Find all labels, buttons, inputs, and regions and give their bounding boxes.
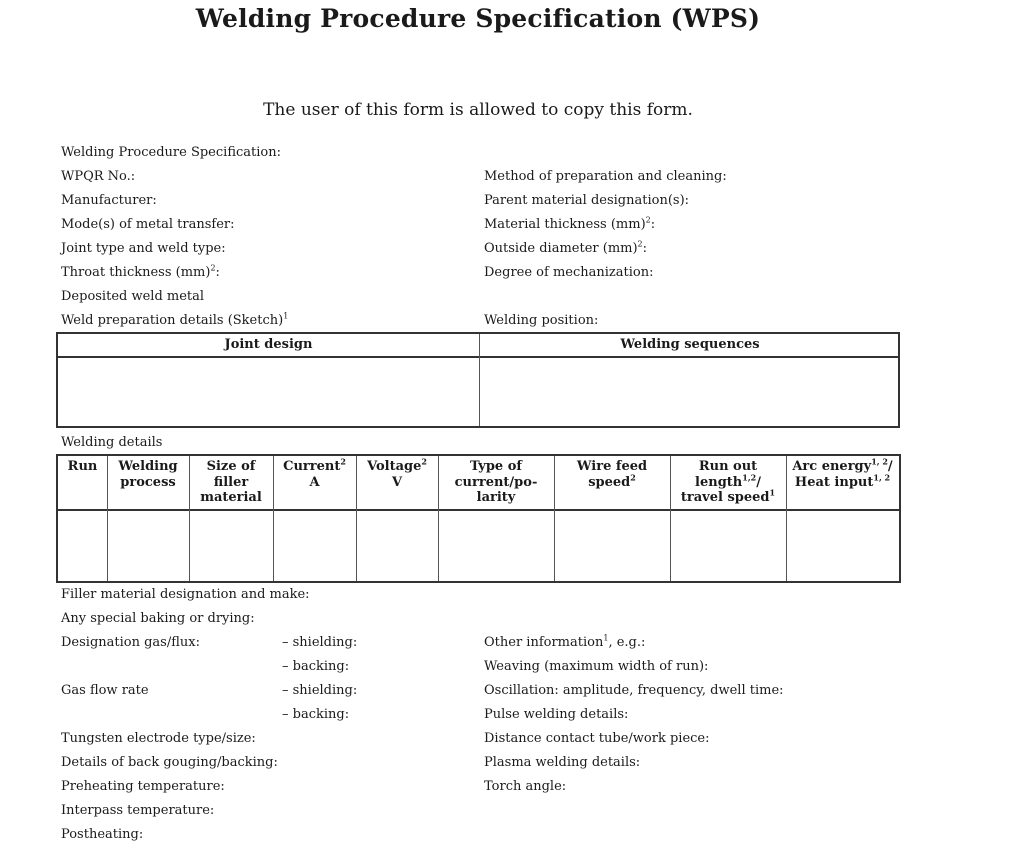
field-preheating: Preheating temperature:: [61, 779, 225, 794]
field-flow-shielding: – shielding:: [282, 683, 358, 698]
field-wpqr: WPQR No.:: [61, 169, 136, 184]
field-weaving: Weaving (maximum width of run):: [484, 659, 709, 674]
joint-design-table: Joint design Welding sequences: [56, 332, 900, 428]
field-pulse-welding: Pulse welding details:: [484, 707, 629, 722]
field-joint-type: Joint type and weld type:: [61, 241, 226, 256]
table-header-divider: [58, 509, 899, 511]
page-subtitle: The user of this form is allowed to copy…: [263, 100, 693, 120]
table-column-divider: [356, 456, 357, 581]
field-mechanization: Degree of mechanization:: [484, 265, 654, 280]
table-header-divider: [58, 356, 898, 358]
field-welding-position: Welding position:: [484, 313, 599, 328]
field-throat-thickness: Throat thickness (mm)2:: [61, 263, 220, 280]
field-weld-preparation: Weld preparation details (Sketch)1: [61, 311, 289, 328]
table-column-divider: [107, 456, 108, 581]
field-interpass: Interpass temperature:: [61, 803, 215, 818]
field-preparation-method: Method of preparation and cleaning:: [484, 169, 727, 184]
field-special-baking: Any special baking or drying:: [61, 611, 255, 626]
col-header-arc-energy: Arc energy1, 2/Heat input1, 2: [792, 456, 893, 490]
field-metal-transfer: Mode(s) of metal transfer:: [61, 217, 235, 232]
field-contact-tube-distance: Distance contact tube/work piece:: [484, 731, 710, 746]
table-column-divider: [479, 334, 480, 426]
field-designation-gas-flux: Designation gas/flux:: [61, 635, 200, 650]
field-oscillation: Oscillation: amplitude, frequency, dwell…: [484, 683, 784, 698]
table-column-divider: [670, 456, 671, 581]
field-flow-backing: – backing:: [282, 707, 350, 722]
field-deposited-weld-metal: Deposited weld metal: [61, 289, 205, 304]
welding-sequences-header: Welding sequences: [620, 337, 760, 352]
field-filler-material: Filler material designation and make:: [61, 587, 310, 602]
welding-details-caption: Welding details: [61, 435, 163, 450]
field-gas-flow-rate: Gas flow rate: [61, 683, 149, 698]
field-material-thickness: Material thickness (mm)2:: [484, 215, 656, 232]
table-column-divider: [786, 456, 787, 581]
table-column-divider: [189, 456, 190, 581]
field-gas-backing: – backing:: [282, 659, 350, 674]
field-torch-angle: Torch angle:: [484, 779, 567, 794]
table-column-divider: [438, 456, 439, 581]
field-gas-shielding: – shielding:: [282, 635, 358, 650]
field-manufacturer: Manufacturer:: [61, 193, 157, 208]
field-postheating: Postheating:: [61, 827, 144, 842]
field-parent-material: Parent material designation(s):: [484, 193, 690, 208]
field-back-gouging: Details of back gouging/backing:: [61, 755, 278, 770]
field-wps: Welding Procedure Specification:: [61, 145, 281, 160]
field-other-information: Other information1, e.g.:: [484, 633, 646, 650]
table-column-divider: [273, 456, 274, 581]
joint-design-header: Joint design: [224, 337, 313, 352]
col-header-run: Run: [67, 459, 98, 474]
page-title: Welding Procedure Specification (WPS): [195, 4, 761, 33]
field-tungsten-electrode: Tungsten electrode type/size:: [61, 731, 256, 746]
table-column-divider: [554, 456, 555, 581]
field-plasma-welding: Plasma welding details:: [484, 755, 641, 770]
field-outside-diameter: Outside diameter (mm)2:: [484, 239, 648, 256]
